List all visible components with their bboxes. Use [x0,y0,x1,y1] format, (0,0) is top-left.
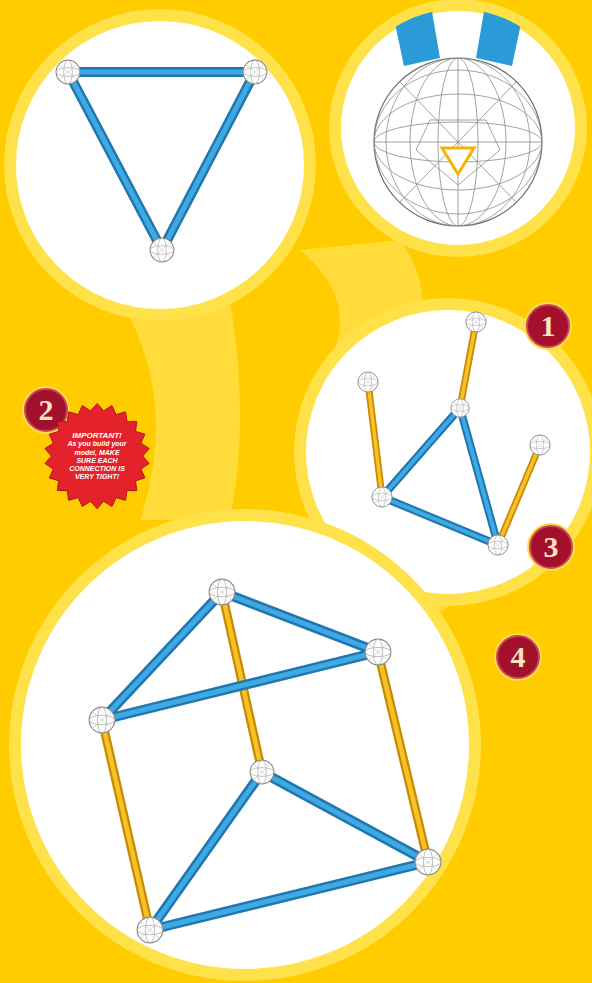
blue-rod [150,862,428,930]
blue-rod [382,408,460,497]
panel-circle [10,15,310,315]
blue-rod [262,772,428,862]
geodesic-sphere [374,58,542,226]
sphere-grid [374,58,542,226]
yellow-rod [378,652,428,862]
blue-rod [460,408,498,545]
sphere-outline [374,58,542,226]
blue-rod [68,67,255,77]
sphere-line [374,58,542,226]
blue-rod [382,408,460,497]
step-number-badge: 1 [526,304,570,348]
blue-rod [382,497,498,545]
blue-rod [68,70,255,75]
highlighted-triangle [442,148,474,174]
connector-ball [150,238,174,262]
panel-1 [335,0,581,251]
blue-rod [162,72,255,250]
text-block: 1 [541,311,556,341]
callout-number: 2 [39,395,54,425]
connector-ball [372,487,392,507]
starburst-outline [44,403,151,510]
yellow-rod [460,322,476,408]
rods [102,592,428,930]
panel-circle [15,515,475,975]
blue-rod [102,652,378,720]
yellow-rod [368,382,382,497]
yellow-rod [378,652,428,862]
starburst-shape [45,403,149,508]
warning-starburst: IMPORTANT!As you build your model, MAKE … [44,403,151,510]
blue-rod [222,592,378,652]
connector-ball [365,639,391,665]
sphere-facet [416,120,500,185]
blue-rod [222,592,378,652]
rods [368,322,540,545]
blue-rod [102,652,378,720]
panel-2 [10,15,310,315]
blue-rod [262,772,428,862]
step-number-badge: 4 [496,635,540,679]
blue-rod [382,497,498,545]
callout-number: 1 [541,311,556,341]
connector-ball [56,60,80,84]
panel-4 [15,515,475,975]
blue-rod [68,72,162,250]
yellow-rod [368,382,382,497]
callout-number: 4 [511,642,526,672]
blue-rod [162,72,255,250]
step-number-badge: 3 [529,525,573,569]
connector-ball [451,399,469,417]
connector-ball [209,579,235,605]
yellow-rod [498,445,540,545]
blue-band [390,0,440,66]
blue-bands [390,0,526,66]
connector-ball [137,917,163,943]
panel-bridge [120,300,240,520]
connector-ball [415,849,441,875]
yellow-rod [102,720,150,930]
blue-rod [150,862,428,930]
yellow-rod [498,445,540,545]
connector-ball [530,435,550,455]
connector-ball [488,535,508,555]
connector-ball [250,760,274,784]
text-block: 2 [39,395,54,425]
text-block: IMPORTANT!As you build your model, MAKE … [64,431,130,480]
warning-heading: IMPORTANT! [64,431,130,440]
connector-ball [89,707,115,733]
text-block: 4 [511,642,526,672]
warning-note: As you build your model, MAKE SURE EACH … [64,440,130,480]
connector-ball [466,312,486,332]
blue-rod [68,72,162,250]
panel-circle [335,5,581,251]
yellow-rod [102,720,150,930]
callout-number: 3 [544,532,559,562]
blue-rod [460,408,498,545]
yellow-rod [460,322,476,408]
blue-band [476,0,526,66]
blue-rods [68,72,255,250]
connector-ball [358,372,378,392]
text-block: 3 [544,532,559,562]
connector-ball [243,60,267,84]
